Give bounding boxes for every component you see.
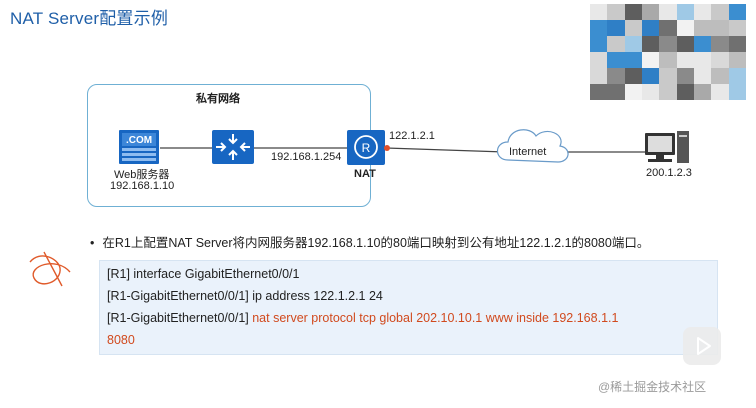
code-line-3-prefix: [R1-GigabitEthernet0/0/1] [107,311,253,325]
code-block: [R1] interface GigabitEthernet0/0/1 [R1-… [99,260,718,355]
router-icon: R [347,130,390,165]
web-server-name: Web服务器 [114,169,170,181]
play-icon [697,337,711,355]
nat-server-command: nat server protocol tcp global 202.10.10… [252,311,619,325]
bullet-content: 在R1上配置NAT Server将内网服务器192.168.1.10的80端口映… [102,236,650,250]
code-line-4: 8080 [107,333,135,347]
router-name: NAT [354,168,376,180]
code-line-2: [R1-GigabitEthernet0/0/1] ip address 122… [107,289,383,303]
switch-icon [212,130,254,164]
internet-cloud-icon [496,129,569,163]
internet-label: Internet [509,146,547,158]
private-network-label: 私有网络 [196,93,240,105]
router-inside-ip: 192.168.1.254 [271,151,342,163]
code-line-1: [R1] interface GigabitEthernet0/0/1 [107,267,300,281]
bullet-text: • 在R1上配置NAT Server将内网服务器192.168.1.10的80端口… [90,232,649,251]
pc-icon [645,131,689,163]
web-server-ip: 192.168.1.10 [110,180,175,192]
web-server-icon: .COM [119,130,159,164]
page-title: NAT Server配置示例 [10,9,169,28]
link-router-internet [385,147,506,153]
video-play-button[interactable] [683,327,721,365]
pc-ip: 200.1.2.3 [646,167,692,179]
router-outside-ip: 122.1.2.1 [389,130,435,142]
code-line-3: [R1-GigabitEthernet0/0/1] nat server pro… [107,307,711,329]
web-server-icon-text: .COM [126,135,152,146]
svg-text:R: R [362,141,371,155]
scribble-mark [29,251,71,287]
bullet-dot: • [90,236,95,250]
watermark: @稀土掘金技术社区 [598,380,707,394]
blurred-avatar [590,4,746,100]
